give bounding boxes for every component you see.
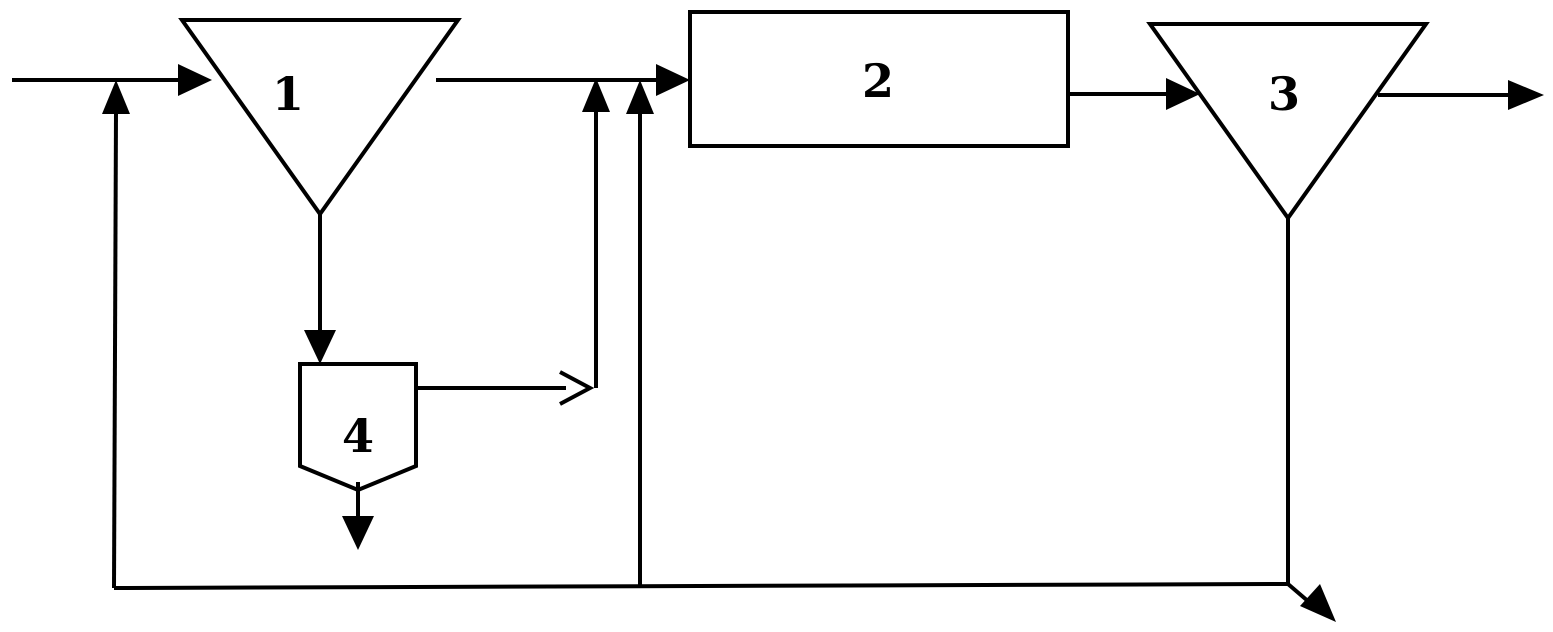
unit-3: 3 — [1146, 22, 1430, 222]
unit-4-label: 4 — [342, 409, 374, 463]
unit-2-shape — [688, 10, 1070, 148]
unit-3-shape — [1146, 22, 1430, 222]
unit-1: 1 — [178, 18, 462, 218]
recycle-to-unit-2-arrowhead — [626, 80, 654, 114]
unit-1-shape — [178, 18, 462, 218]
unit-3-label: 3 — [1268, 67, 1300, 121]
unit-1-label: 1 — [272, 67, 304, 121]
feed-arrowhead — [178, 64, 212, 96]
recycle-to-unit-1-arrowhead — [102, 80, 130, 114]
unit-2-inlet-arrowhead — [656, 64, 690, 96]
product-arrowhead — [1508, 80, 1544, 110]
unit-4-inlet-arrowhead — [304, 330, 336, 364]
unit-4-overflow-riser-arrowhead — [582, 78, 610, 112]
recycle-to-unit-1-riser — [112, 111, 118, 589]
unit-3-discharge-arrowhead — [1300, 584, 1336, 622]
unit-4-overflow-arrowhead — [559, 370, 595, 406]
recycle-header-line — [113, 582, 1289, 590]
unit-4-shape — [298, 362, 418, 493]
unit-4: 4 — [298, 362, 418, 493]
unit-3-inlet-arrowhead — [1166, 78, 1200, 110]
unit-2-label: 2 — [862, 54, 894, 108]
unit-4-discharge-arrowhead — [342, 516, 374, 550]
unit-2: 2 — [688, 10, 1070, 148]
